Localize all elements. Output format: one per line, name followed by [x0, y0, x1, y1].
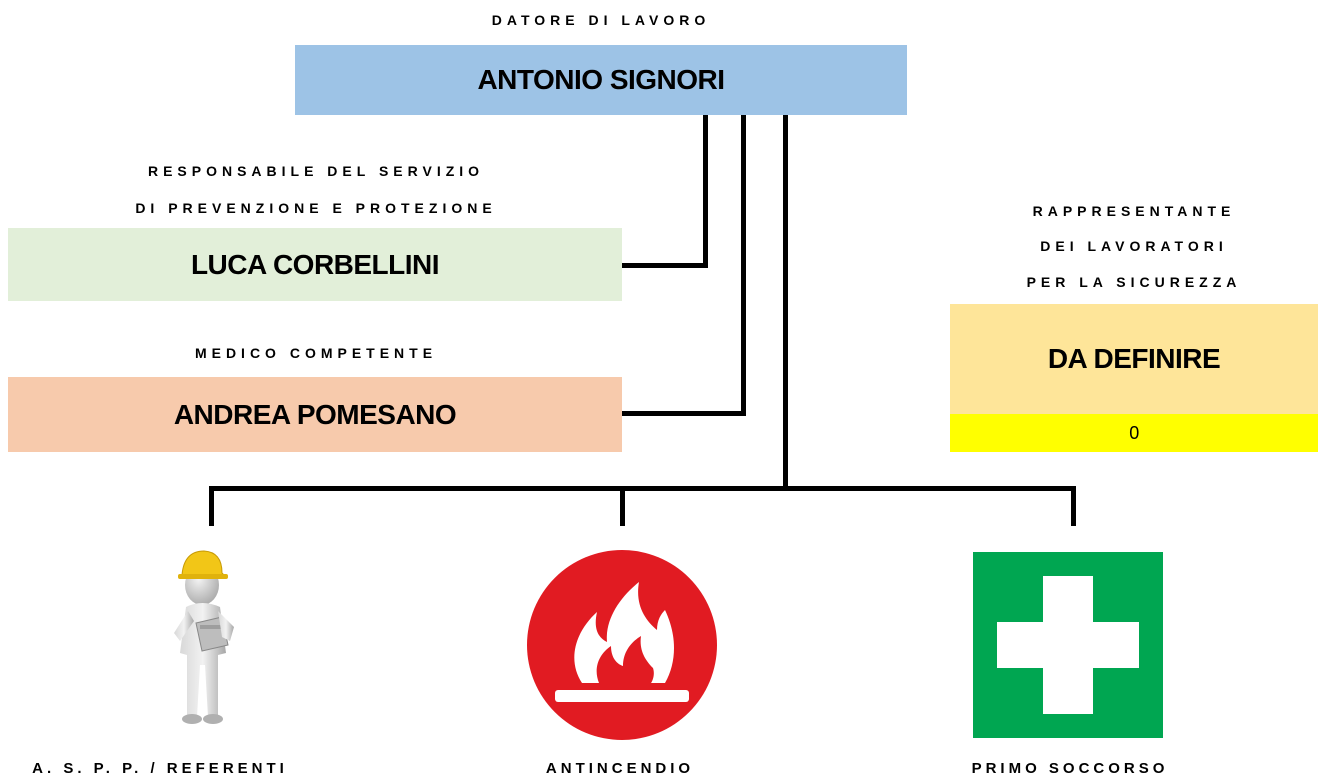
rls-value-box: 0 [950, 414, 1318, 452]
rspp-name-box: LUCA CORBELLINI [8, 228, 622, 301]
worker-with-helmet-icon [160, 545, 260, 730]
connector-branch-center [620, 486, 625, 526]
rls-name-box: DA DEFINIRE [950, 304, 1318, 414]
connector-bottom-horizontal [209, 486, 1076, 491]
first-aid-cross-icon [973, 552, 1163, 738]
fire-icon [527, 550, 717, 740]
doctor-name-box: ANDREA POMESANO [8, 377, 622, 452]
connector-rspp-horizontal [622, 263, 708, 268]
connector-main-vertical [783, 115, 788, 490]
rls-role-line1: RAPPRESENTANTE [1032, 203, 1236, 219]
connector-doctor-horizontal [622, 411, 746, 416]
primo-soccorso-label: PRIMO SOCCORSO [971, 760, 1169, 777]
rspp-role-line2: DI PREVENZIONE E PROTEZIONE [135, 200, 497, 216]
connector-branch-right [1071, 486, 1076, 526]
employer-name-box: ANTONIO SIGNORI [295, 45, 907, 115]
aspp-label: A. S. P. P. / REFERENTI [32, 760, 288, 777]
rls-role-line3: PER LA SICUREZZA [1026, 274, 1242, 290]
doctor-role: MEDICO COMPETENTE [194, 345, 438, 361]
connector-doctor-vertical [741, 115, 746, 416]
connector-branch-left [209, 486, 214, 526]
rls-role-line2: DEI LAVORATORI [1040, 238, 1228, 254]
connector-rspp-vertical [703, 115, 708, 268]
antincendio-label: ANTINCENDIO [545, 760, 695, 777]
rspp-role-line1: RESPONSABILE DEL SERVIZIO [147, 163, 485, 179]
employer-role: DATORE DI LAVORO [491, 12, 711, 28]
